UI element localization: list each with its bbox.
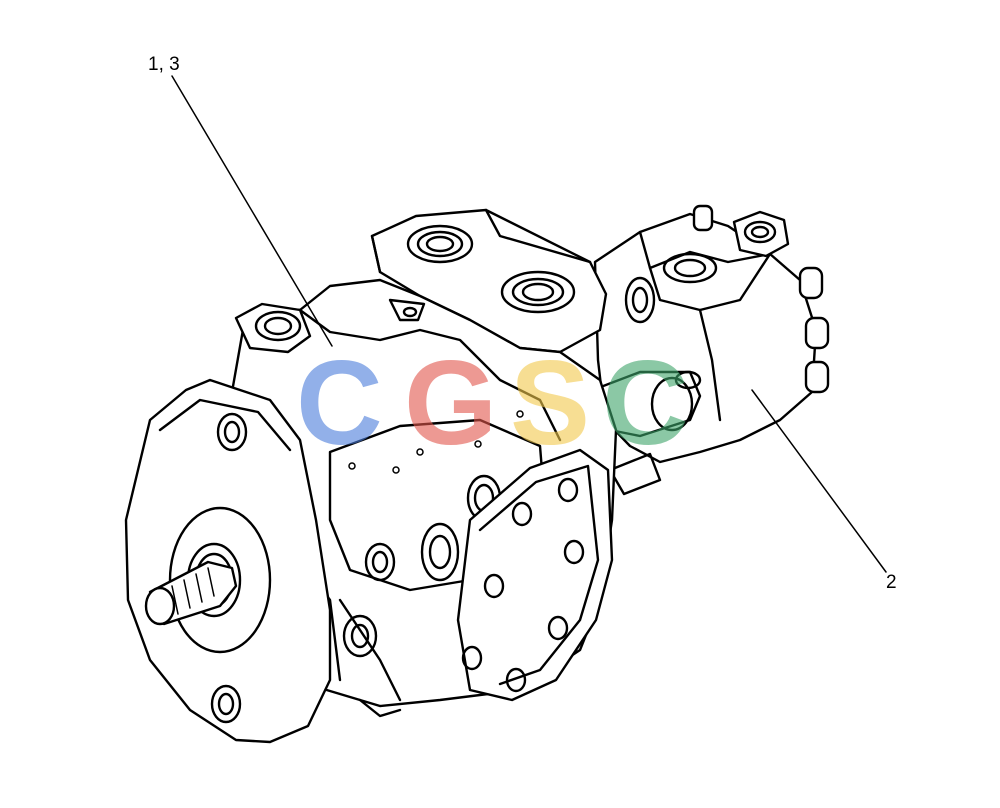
rear-gear-pump: [593, 204, 830, 496]
upper-valve-block: [370, 208, 608, 354]
leader-line-1-3: [171, 75, 333, 347]
watermark-letter-c1: C: [296, 336, 383, 470]
watermark-logo: C G S C: [296, 336, 689, 470]
watermark-letter-g: G: [404, 336, 497, 470]
callout-label-2: 2: [886, 572, 897, 593]
callout-label-1-3: 1, 3: [148, 54, 180, 75]
watermark-letter-s: S: [510, 336, 590, 470]
splined-shaft: [144, 560, 238, 626]
end-cover: [456, 448, 614, 702]
leader-line-2: [751, 389, 887, 573]
end-cover-bolts: [461, 477, 585, 693]
rear-bolts: [692, 204, 830, 394]
watermark-letter-c2: C: [602, 336, 689, 470]
